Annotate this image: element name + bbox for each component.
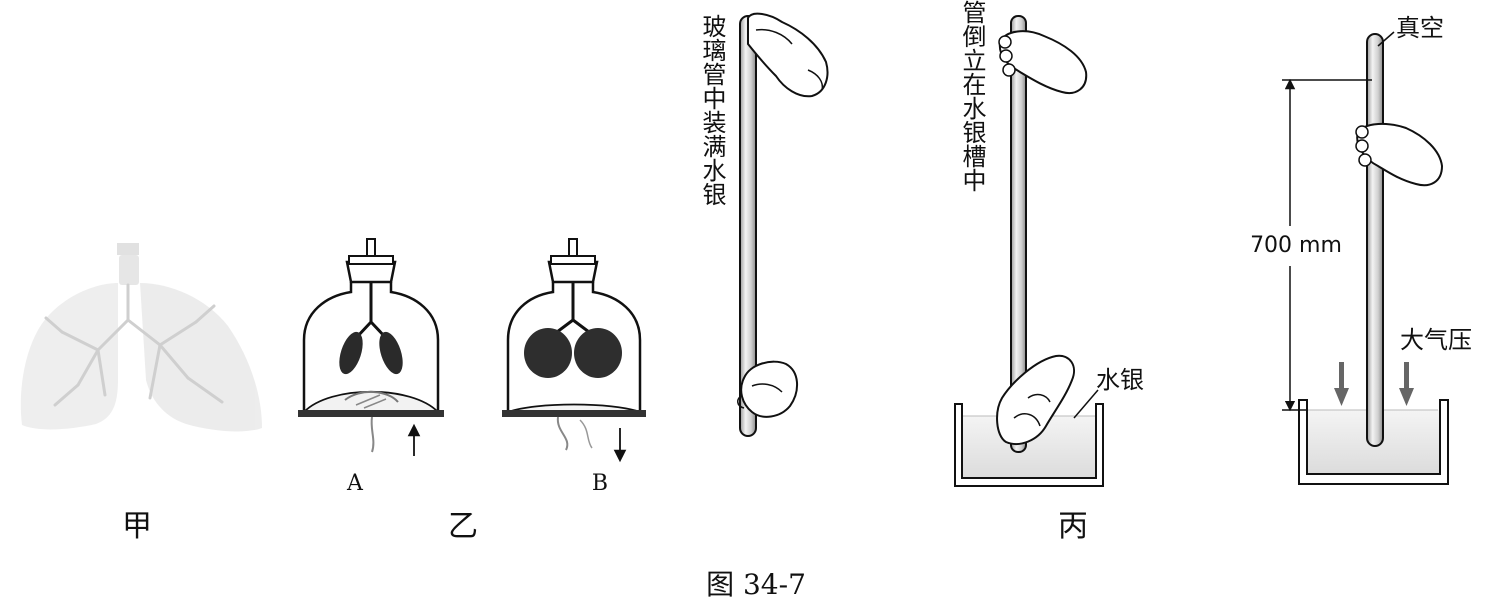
annotation-mercury: 水银 [1096,366,1144,394]
step-invert-tube: 将玻璃管倒立在水银槽中 水银 [954,0,1144,487]
figure-caption: 图 34-7 [706,568,806,601]
bell-jar-b: B [502,238,646,496]
panel-yi-bell-jars: A B 乙 [298,238,646,544]
step-fill-tube: 玻璃管中装满水银 [698,12,829,437]
panel-label-bing: 丙 [1058,509,1088,544]
vacuum-leader-line [1377,31,1395,47]
jar-a-label: A [346,471,364,496]
bell-jar-a: A [298,238,444,496]
pressure-arrows [1334,362,1414,406]
pressure-arrow-icon [1399,388,1414,406]
panel-label-jia: 甲 [122,509,152,544]
hand-icon [747,12,829,98]
hand-icon [737,360,798,418]
hand-icon [996,354,1075,445]
annotation-invert-tube: 将玻璃管倒立在水银槽中 [958,0,986,192]
step-result: 真空 700 mm 大气压 [1247,14,1472,485]
lungs-illustration [20,243,262,432]
annotation-height: 700 mm [1250,233,1342,258]
annotation-vacuum: 真空 [1396,14,1444,42]
pressure-arrow-icon [1334,388,1349,406]
hand-icon [998,30,1088,94]
panel-label-yi: 乙 [448,509,478,544]
jar-b-label: B [592,471,608,496]
annotation-fill-tube: 玻璃管中装满水银 [698,14,726,206]
mercury-leader-line [1073,389,1099,419]
annotation-atm-pressure: 大气压 [1400,326,1472,354]
hand-icon [1355,122,1444,187]
panel-bing-torricelli: 玻璃管中装满水银 将玻璃管倒立在水银槽中 [698,0,1472,544]
panel-jia-lungs: 甲 [20,243,262,544]
